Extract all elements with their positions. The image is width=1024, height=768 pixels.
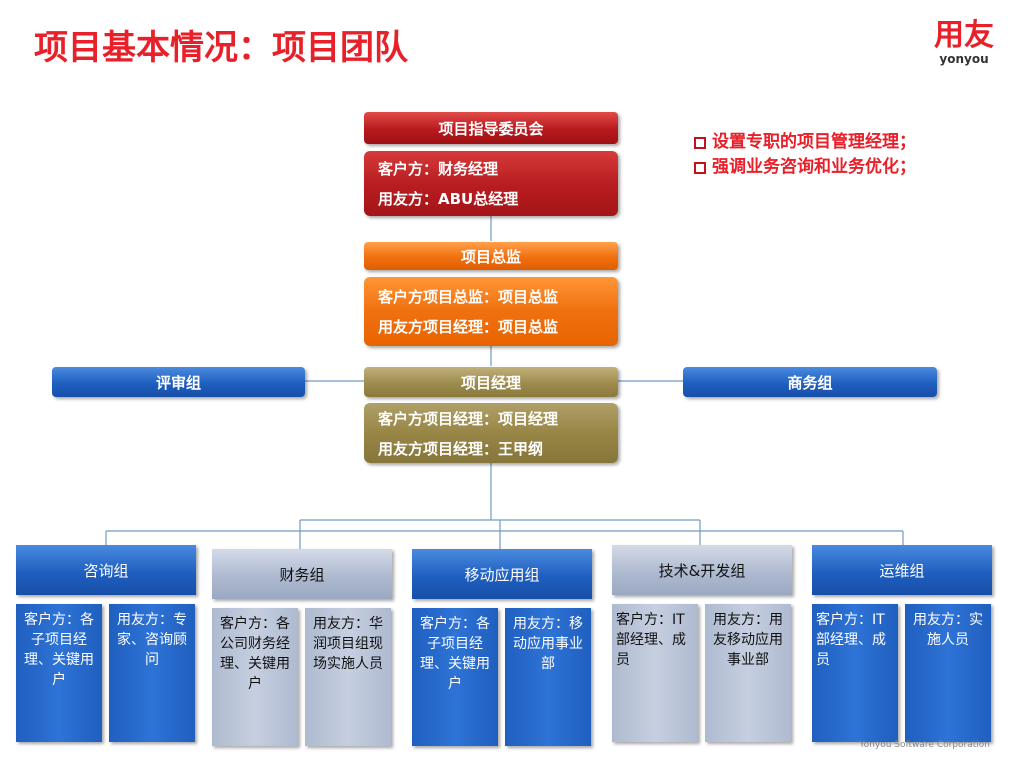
note-item: 强调业务咨询和业务优化；: [694, 155, 916, 180]
manager-client-line: 客户方项目经理：项目经理: [378, 410, 559, 428]
team-tech-header: 技术&开发组: [612, 545, 792, 595]
team-ops-yonyou-card: 用友方：实施人员: [905, 604, 991, 742]
review-group-box: 评审组: [52, 367, 305, 397]
page-title: 项目基本情况：项目团队: [34, 28, 408, 68]
business-group-box: 商务组: [683, 367, 937, 397]
note-text: 设置专职的项目管理经理；: [712, 132, 916, 152]
checkbox-square-icon: [694, 161, 706, 174]
checkbox-square-icon: [694, 136, 706, 149]
team-mobile-header: 移动应用组: [412, 549, 592, 599]
project-director-header: 项目总监: [364, 242, 618, 270]
director-yonyou-line: 用友方项目经理：项目总监: [378, 318, 559, 336]
team-finance-yonyou-card: 用友方：华润项目组现场实施人员: [305, 608, 391, 746]
manager-yonyou-line: 用友方项目经理：王甲纲: [378, 440, 544, 458]
steering-committee-header: 项目指导委员会: [364, 112, 618, 144]
logo-cn-text: 用友: [934, 18, 994, 53]
note-text: 强调业务咨询和业务优化；: [712, 157, 916, 177]
director-client-line: 客户方项目总监：项目总监: [378, 288, 559, 306]
team-ops-client-card: 客户方：IT部经理、成员: [812, 604, 898, 742]
team-consulting-client-card: 客户方：各子项目经理、关键用户: [16, 604, 102, 742]
team-ops-header: 运维组: [812, 545, 992, 595]
steering-client-line: 客户方：财务经理: [378, 160, 499, 178]
steering-committee-members: 客户方：财务经理 用友方：ABU总经理: [364, 151, 618, 216]
team-tech-client-card: 客户方：IT部经理、成员: [612, 604, 698, 742]
footer-text: Yonyou Software Corporation: [859, 740, 990, 750]
team-finance-header: 财务组: [212, 549, 392, 599]
project-manager-members: 客户方项目经理：项目经理 用友方项目经理：王甲纲: [364, 403, 618, 463]
logo-en-text: yonyou: [939, 52, 989, 66]
team-finance-client-card: 客户方：各公司财务经理、关键用户: [212, 608, 298, 746]
team-tech-yonyou-card: 用友方：用友移动应用事业部: [705, 604, 791, 742]
yonyou-logo: 用友 yonyou: [928, 18, 1000, 67]
steering-yonyou-line: 用友方：ABU总经理: [378, 190, 519, 208]
project-director-members: 客户方项目总监：项目总监 用友方项目经理：项目总监: [364, 277, 618, 346]
note-item: 设置专职的项目管理经理；: [694, 130, 916, 155]
project-manager-header: 项目经理: [364, 367, 618, 397]
team-consulting-yonyou-card: 用友方：专家、咨询顾问: [109, 604, 195, 742]
notes-list: 设置专职的项目管理经理； 强调业务咨询和业务优化；: [694, 130, 916, 180]
team-mobile-client-card: 客户方：各子项目经理、关键用户: [412, 608, 498, 746]
team-mobile-yonyou-card: 用友方：移动应用事业部: [505, 608, 591, 746]
team-consulting-header: 咨询组: [16, 545, 196, 595]
